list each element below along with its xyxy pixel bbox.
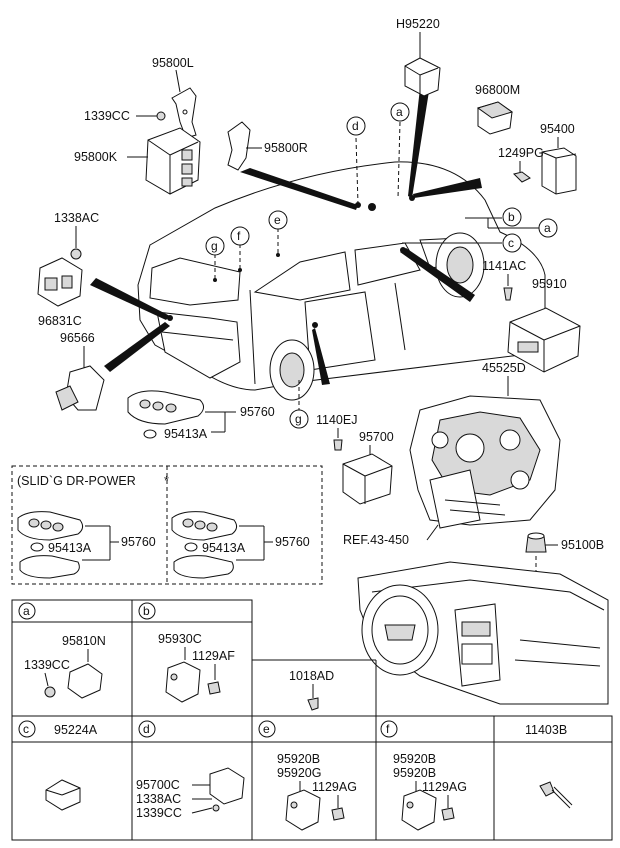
table-b-part1: 95930C — [158, 632, 202, 646]
table-a-part1: 95810N — [62, 634, 106, 648]
callout-d-top: d — [352, 119, 359, 133]
callout-circles: d a b a c e f g g — [205, 102, 558, 429]
key-fob-main — [127, 390, 204, 439]
table-b2-part1: 1018AD — [289, 669, 334, 683]
table-f-part2: 95920B — [393, 766, 436, 780]
label-96800m: 96800M — [475, 83, 520, 97]
label-95800r: 95800R — [264, 141, 308, 155]
callout-g-top: g — [211, 239, 218, 253]
table-e-part3: 1129AG — [312, 780, 357, 794]
sensor-95920-e — [285, 789, 345, 831]
callout-e: e — [274, 213, 281, 227]
bracket-95800r — [227, 121, 251, 171]
table-f-letter: f — [386, 722, 390, 736]
label-95800l: 95800L — [152, 56, 194, 70]
parts-table — [11, 599, 613, 841]
table-d-part3: 1339CC — [136, 806, 182, 820]
bolt-11403b — [539, 781, 573, 809]
slide-door-asterisk: * — [164, 474, 169, 488]
bolt-1141ac — [503, 287, 513, 301]
label-96566: 96566 — [60, 331, 95, 345]
table-e-letter: e — [263, 722, 270, 736]
sensor-96800m — [476, 101, 514, 135]
dashboard-illustration — [357, 561, 609, 705]
table-b-part2: 1129AF — [192, 649, 235, 663]
label-1140ej: 1140EJ — [316, 413, 357, 427]
table-c-header: 95224A — [54, 723, 98, 737]
sensor-95810n — [44, 663, 103, 699]
sensor-95700c — [209, 767, 245, 812]
label-95413a-main: 95413A — [164, 427, 208, 441]
table-d-part2: 1338AC — [136, 792, 181, 806]
key-fob-box1 — [17, 511, 84, 579]
transmission-assembly — [409, 395, 561, 529]
table-g-header: 11403B — [525, 723, 567, 737]
key-fob-box2 — [171, 511, 238, 579]
bolt-1249pg — [513, 171, 531, 183]
label-95760-box2: 95760 — [275, 535, 310, 549]
module-95400 — [541, 147, 577, 195]
label-95910: 95910 — [532, 277, 567, 291]
table-b-circle — [138, 602, 156, 620]
table-a-letter: a — [23, 604, 30, 618]
minivan-illustration — [137, 161, 546, 401]
label-95100b: 95100B — [561, 538, 604, 552]
table-e-part2: 95920G — [277, 766, 321, 780]
label-1338ac: 1338AC — [54, 211, 99, 225]
module-95700 — [342, 453, 393, 505]
label-1339cc-top: 1339CC — [84, 109, 130, 123]
table-e-circle — [258, 720, 276, 738]
clip-1018ad — [307, 697, 319, 711]
label-95800k: 95800K — [74, 150, 118, 164]
label-96831c: 96831C — [38, 314, 82, 328]
label-ref: REF.43-450 — [343, 533, 409, 547]
label-1141ac: 1141AC — [482, 259, 526, 273]
table-f-part1: 95920B — [393, 752, 436, 766]
callout-a-right: a — [544, 221, 551, 235]
slide-door-label: (SLID`G DR-POWER — [17, 474, 136, 488]
table-e-part1: 95920B — [277, 752, 320, 766]
table-f-part3: 1129AG — [422, 780, 467, 794]
nut-1338ac — [70, 248, 82, 260]
callout-g-bottom: g — [295, 412, 302, 426]
sensor-95930c — [165, 661, 221, 703]
bolt-1339cc — [156, 111, 166, 121]
sensor-96566 — [55, 365, 105, 411]
module-96831c — [37, 257, 83, 307]
label-95760-box1: 95760 — [121, 535, 156, 549]
label-95413a-box2: 95413A — [202, 541, 246, 555]
table-b-letter: b — [143, 604, 150, 618]
sensor-95920-f — [401, 789, 455, 831]
table-c-letter: c — [23, 722, 29, 736]
callout-a-top: a — [396, 105, 403, 119]
table-c-circle — [18, 720, 36, 738]
bracket-95800l — [171, 87, 197, 139]
callout-b: b — [508, 210, 515, 224]
callout-f: f — [237, 229, 241, 243]
table-f-circle — [380, 720, 398, 738]
bolt-1140ej — [333, 439, 343, 451]
table-d-letter: d — [143, 722, 150, 736]
table-d-circle — [138, 720, 156, 738]
label-95400: 95400 — [540, 122, 575, 136]
label-95413a-box1: 95413A — [48, 541, 92, 555]
label-h95220: H95220 — [396, 17, 440, 31]
label-45525d: 45525D — [482, 361, 526, 375]
connector-95224a — [45, 779, 81, 811]
label-95700: 95700 — [359, 430, 394, 444]
module-95910 — [507, 307, 581, 373]
relay-h95220 — [404, 57, 441, 97]
sensor-95100b — [525, 532, 547, 553]
table-a-part2: 1339CC — [24, 658, 70, 672]
callout-leaders — [214, 121, 540, 410]
table-d-part1: 95700C — [136, 778, 180, 792]
label-1249pg: 1249PG — [498, 146, 544, 160]
table-a-circle — [18, 602, 36, 620]
leader-wedges — [90, 85, 482, 385]
module-95800k — [145, 127, 201, 195]
callout-c: c — [508, 236, 514, 250]
label-95760-main: 95760 — [240, 405, 275, 419]
